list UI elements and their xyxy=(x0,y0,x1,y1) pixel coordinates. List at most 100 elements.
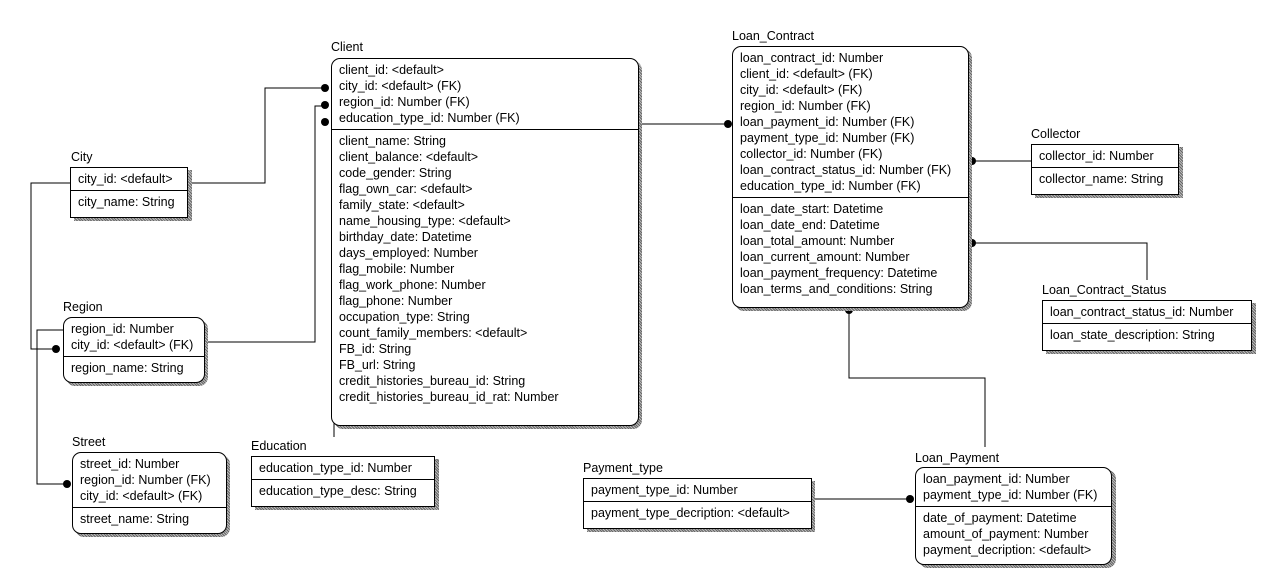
attribute: loan_state_description: String xyxy=(1050,328,1215,342)
attribute: code_gender: String xyxy=(339,166,452,180)
entity-city[interactable]: city_id: <default> city_name: String xyxy=(70,167,188,218)
key-attribute: loan_contract_status_id: Number (FK) xyxy=(740,163,952,177)
attribute: FB_id: String xyxy=(339,342,412,356)
attribute: loan_current_amount: Number xyxy=(740,250,910,264)
key-attribute: education_type_id: Number (FK) xyxy=(740,179,921,193)
entity-title-loan-contract-status: Loan_Contract_Status xyxy=(1042,283,1167,297)
attributes-section: loan_date_start: Datetime loan_date_end: … xyxy=(733,197,968,300)
primary-keys-section: loan_contract_id: Number client_id: <defa… xyxy=(733,47,968,197)
primary-keys-section: loan_contract_status_id: Number xyxy=(1043,301,1251,323)
entity-title-client: Client xyxy=(331,40,363,54)
key-attribute: education_type_id: Number (FK) xyxy=(339,111,520,125)
entity-title-street: Street xyxy=(72,435,106,449)
attribute: loan_date_end: Datetime xyxy=(740,218,880,232)
attribute: occupation_type: String xyxy=(339,310,470,324)
attributes-section: education_type_desc: String xyxy=(252,479,434,502)
attribute: flag_own_car: <default> xyxy=(339,182,473,196)
primary-keys-section: city_id: <default> xyxy=(71,168,187,190)
key-attribute: region_id: Number xyxy=(71,322,174,336)
attribute: days_employed: Number xyxy=(339,246,478,260)
key-attribute: loan_contract_id: Number xyxy=(740,51,884,65)
attributes-section: collector_name: String xyxy=(1032,167,1178,190)
key-attribute: loan_payment_id: Number xyxy=(923,472,1070,486)
key-attribute: payment_type_id: Number xyxy=(591,483,738,497)
attribute: loan_total_amount: Number xyxy=(740,234,895,248)
entity-payment-type[interactable]: payment_type_id: Number payment_type_dec… xyxy=(583,478,812,529)
rel-end-dot xyxy=(724,120,732,128)
entity-title-region: Region xyxy=(63,300,103,314)
attributes-section: payment_type_decription: <default> xyxy=(584,501,811,524)
attributes-section: street_name: String xyxy=(73,507,226,530)
primary-keys-section: loan_payment_id: Number payment_type_id: … xyxy=(916,468,1111,506)
rel-end-dot xyxy=(906,495,914,503)
rel-region-street xyxy=(36,329,71,485)
entity-education[interactable]: education_type_id: Number education_type… xyxy=(251,456,435,507)
rel-city-client xyxy=(188,87,328,184)
key-attribute: client_id: <default> (FK) xyxy=(740,67,873,81)
entity-loan-payment[interactable]: loan_payment_id: Number payment_type_id: … xyxy=(915,467,1112,565)
attribute: region_name: String xyxy=(71,361,184,375)
attribute: family_state: <default> xyxy=(339,198,465,212)
attribute: client_name: String xyxy=(339,134,447,148)
key-attribute: city_id: <default> xyxy=(78,172,173,186)
attribute: credit_histories_bureau_id_rat: Number xyxy=(339,390,559,404)
attribute: client_balance: <default> xyxy=(339,150,478,164)
attributes-section: region_name: String xyxy=(64,356,204,379)
entity-loan-contract[interactable]: loan_contract_id: Number client_id: <defa… xyxy=(732,46,969,308)
attribute: loan_terms_and_conditions: String xyxy=(740,282,933,296)
key-attribute: loan_contract_status_id: Number xyxy=(1050,305,1234,319)
entity-region[interactable]: region_id: Number city_id: <default> (FK)… xyxy=(63,317,205,383)
attributes-section: loan_state_description: String xyxy=(1043,323,1251,346)
entity-title-loan-contract: Loan_Contract xyxy=(732,29,815,43)
attribute: credit_histories_bureau_id: String xyxy=(339,374,526,388)
entity-title-collector: Collector xyxy=(1031,127,1081,141)
primary-keys-section: collector_id: Number xyxy=(1032,145,1178,167)
key-attribute: city_id: <default> (FK) xyxy=(339,79,462,93)
primary-keys-section: region_id: Number city_id: <default> (FK) xyxy=(64,318,204,356)
attribute: street_name: String xyxy=(80,512,190,526)
entity-title-payment-type: Payment_type xyxy=(583,461,663,475)
entity-title-city: City xyxy=(71,150,93,164)
entity-loan-contract-status[interactable]: loan_contract_status_id: Number loan_sta… xyxy=(1042,300,1252,351)
attribute: loan_date_start: Datetime xyxy=(740,202,884,216)
rel-loancontract-loanpayment xyxy=(848,313,986,447)
rel-end-dot xyxy=(968,239,976,247)
rel-end-dot xyxy=(63,480,71,488)
attribute: FB_url: String xyxy=(339,358,416,372)
key-attribute: collector_id: Number (FK) xyxy=(740,147,883,161)
rel-end-dot xyxy=(52,345,60,353)
key-attribute: payment_type_id: Number (FK) xyxy=(740,131,915,145)
entity-title-education: Education xyxy=(251,439,307,453)
attributes-section: city_name: String xyxy=(71,190,187,213)
attribute: birthday_date: Datetime xyxy=(339,230,472,244)
attribute: payment_decription: <default> xyxy=(923,543,1092,557)
rel-end-dot xyxy=(968,157,976,165)
attribute: date_of_payment: Datetime xyxy=(923,511,1077,525)
rel-end-dot xyxy=(321,84,329,92)
key-attribute: loan_payment_id: Number (FK) xyxy=(740,115,915,129)
attributes-section: date_of_payment: Datetime amount_of_payme… xyxy=(916,506,1111,561)
entity-collector[interactable]: collector_id: Number collector_name: Str… xyxy=(1031,144,1179,195)
attribute: education_type_desc: String xyxy=(259,484,417,498)
attribute: flag_phone: Number xyxy=(339,294,453,308)
attribute: flag_mobile: Number xyxy=(339,262,455,276)
rel-end-dot xyxy=(321,118,329,126)
attribute: loan_payment_frequency: Datetime xyxy=(740,266,938,280)
rel-city-region xyxy=(30,182,71,350)
entity-title-loan-payment: Loan_Payment xyxy=(915,451,1000,465)
attribute: collector_name: String xyxy=(1039,172,1164,186)
primary-keys-section: client_id: <default>city_id: <default> (… xyxy=(332,59,638,129)
attribute: flag_work_phone: Number xyxy=(339,278,486,292)
attribute: payment_type_decription: <default> xyxy=(591,506,790,520)
attributes-section: client_name: String client_balance: <defa… xyxy=(332,129,638,408)
rel-region-client xyxy=(206,105,328,343)
key-attribute: region_id: Number (FK) xyxy=(339,95,470,109)
key-attribute: payment_type_id: Number (FK) xyxy=(923,488,1098,502)
entity-client[interactable]: client_id: <default>city_id: <default> (… xyxy=(331,58,639,426)
key-attribute: region_id: Number (FK) xyxy=(740,99,871,113)
attribute: amount_of_payment: Number xyxy=(923,527,1089,541)
key-attribute: city_id: <default> (FK) xyxy=(71,338,194,352)
key-attribute: education_type_id: Number xyxy=(259,461,412,475)
